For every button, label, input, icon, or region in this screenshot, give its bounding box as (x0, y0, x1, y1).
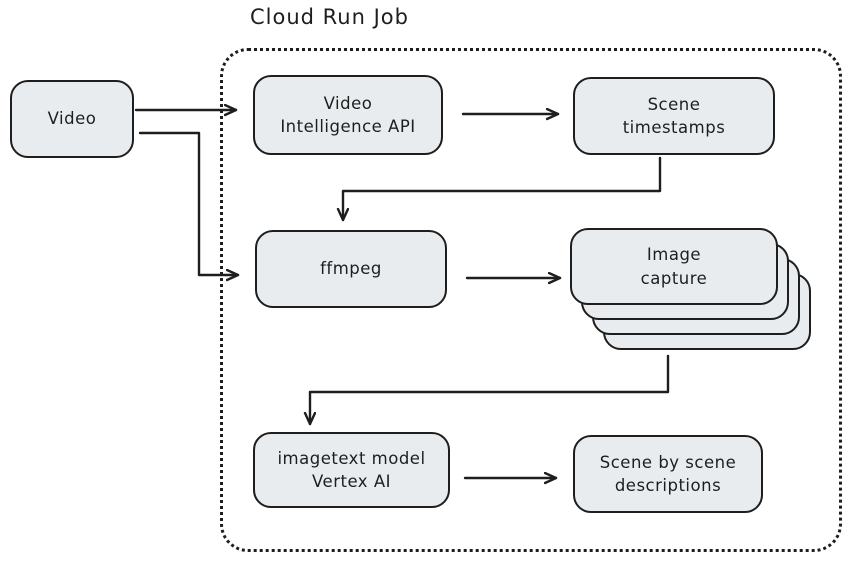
node-video-intelligence-api: Video Intelligence API (253, 75, 443, 155)
node-scene-by-scene-descriptions: Scene by scene descriptions (573, 435, 763, 513)
cloud-run-job-container (220, 48, 842, 552)
cloud-run-job-title: Cloud Run Job (250, 5, 409, 29)
node-imagetext-model-vertex-ai: imagetext model Vertex AI (253, 432, 450, 508)
node-ffmpeg: ffmpeg (255, 230, 447, 308)
node-scene-timestamps: Scene timestamps (573, 77, 775, 155)
node-image-capture: Image capture (570, 228, 778, 305)
node-video: Video (10, 80, 134, 158)
